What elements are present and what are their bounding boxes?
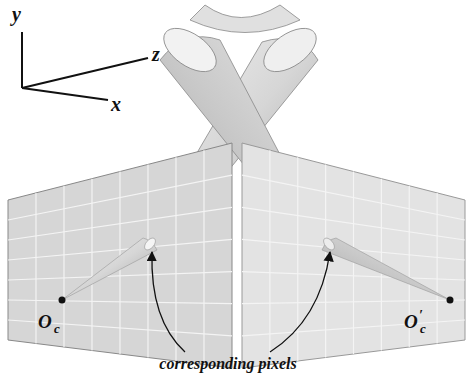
axis-label: z: [152, 44, 160, 64]
camera-subscript: c: [420, 322, 426, 335]
axis-label: y: [12, 4, 21, 24]
camera-center: [59, 297, 66, 304]
camera-prime: ′: [419, 309, 423, 323]
camera-center: [447, 297, 454, 304]
leader-arrows: [152, 252, 330, 352]
near-cones: [62, 236, 450, 300]
caption-label: corresponding pixels: [159, 356, 296, 372]
right-image-plane: [242, 143, 465, 368]
camera-label: O: [404, 312, 418, 331]
camera-label: O: [38, 312, 52, 331]
axes: [22, 32, 148, 100]
axis-label: x: [111, 94, 121, 114]
left-image-plane: [8, 143, 232, 368]
pixel-grid: [8, 150, 465, 364]
camera-subscript: c: [54, 322, 60, 335]
